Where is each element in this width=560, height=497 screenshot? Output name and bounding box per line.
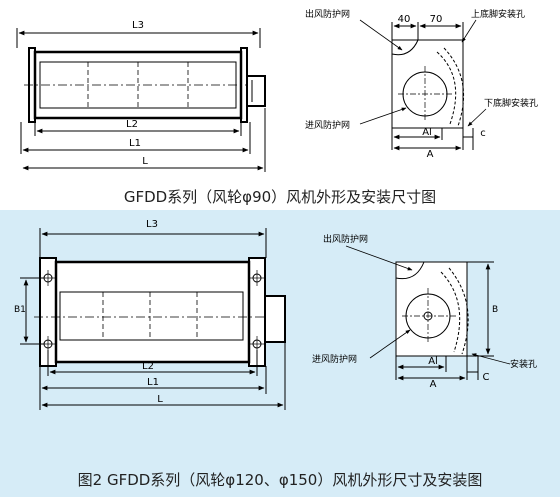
fig2-inlet-guard-label: 进风防护网 [312,353,357,365]
fig1-outlet-guard-label: 出风防护网 [305,8,350,20]
fig1-motor [246,75,266,107]
fig2-dim-b1: B1 [14,277,44,345]
fig1-side-view: 40 70 Al [305,8,538,160]
fig1-upper-foot-label: 上底脚安装孔 [471,8,525,20]
fig2-side-view: B Al A C 出风防护网 进风防护网 安装孔 [312,233,537,390]
fig1-al-label: Al [422,127,432,138]
fig1-dim-l2: L2 [34,119,242,136]
fig1-l2-label: L2 [126,119,138,130]
figure2-panel: L3 [0,210,560,497]
fig1-l1-label: L1 [129,138,141,149]
fig2-outlet-window [59,291,244,341]
fig2-dim-l1: L1 [39,366,267,410]
fig2-dim-l: L [41,342,286,410]
fig1-dim-70: 70 [430,14,443,25]
fig2-a-label: A [430,379,437,390]
fig2-l3-label: L3 [146,219,158,230]
fig1-caption: GFDD系列（风轮φ90）风机外形及安装尺寸图 [123,188,437,206]
fig2-mount-hole-label: 安装孔 [510,358,537,370]
fig2-b1-label: B1 [14,305,26,315]
fig2-l-label: L [157,394,163,405]
fig2-motor [264,295,286,343]
fig2-l2-label: L2 [142,361,154,372]
fig2-c-label: C [483,372,490,383]
fig1-lower-foot-label: 下底脚安装孔 [484,97,538,109]
fig2-outlet-guard-label: 出风防护网 [323,233,368,245]
fig2-dim-l2: L2 [47,350,258,376]
fig2-al-label: Al [428,356,438,367]
fig1-c-label: c [480,128,486,139]
fig1-dim-l1: L1 [20,122,251,154]
fig1-a-label: A [427,149,434,160]
figure1-drawing: L3 L2 [16,8,538,172]
fig2-l1-label: L1 [147,377,159,388]
fig1-dim-l3: L3 [16,20,261,48]
fig2-caption: 图2 GFDD系列（风轮φ120、φ150）风机外形尺寸及安装图 [77,471,483,489]
fig2-dim-l3: L3 [39,219,267,258]
fig2-b-label: B [492,305,498,315]
figure2-drawing: L3 [14,219,537,410]
fig1-l-label: L [142,156,148,167]
fig1-dim-l: L [22,108,266,172]
fig1-inlet-guard-label: 进风防护网 [305,119,350,131]
figure1-panel: L3 L2 [0,0,560,210]
fig2-dividers [102,292,198,340]
fig2-fan-body [54,260,251,364]
fig1-l3-label: L3 [132,20,144,31]
fig1-dim-40: 40 [398,14,411,25]
